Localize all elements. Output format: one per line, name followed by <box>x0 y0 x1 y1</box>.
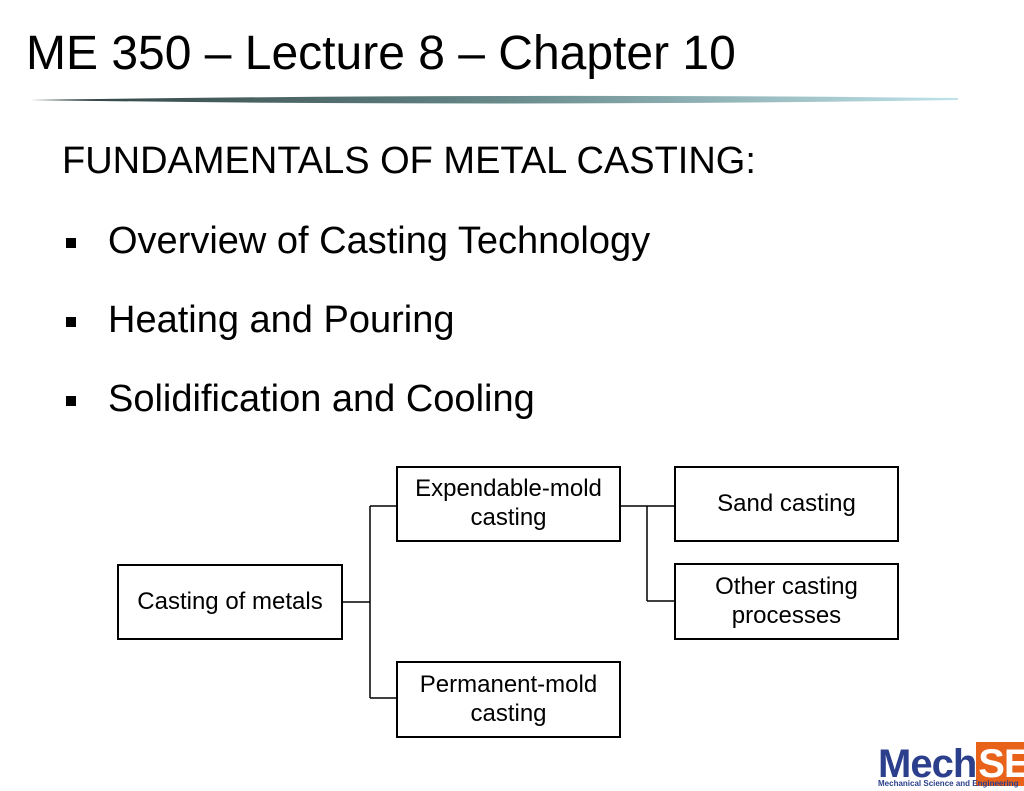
slide-title: ME 350 – Lecture 8 – Chapter 10 <box>26 27 736 80</box>
sand-casting-box: Sand casting <box>674 466 899 542</box>
bullet-text: Solidification and Cooling <box>108 378 535 420</box>
square-bullet-icon <box>66 238 76 248</box>
bullet-text: Overview of Casting Technology <box>108 220 651 262</box>
section-heading: FUNDAMENTALS OF METAL CASTING: <box>62 140 756 182</box>
title-underline <box>30 95 958 104</box>
bullet-text: Heating and Pouring <box>108 299 455 341</box>
other-casting-box: Other casting processes <box>674 563 899 640</box>
square-bullet-icon <box>66 317 76 327</box>
casting-of-metals-box: Casting of metals <box>117 564 343 640</box>
mechse-logo: MechSE Mechanical Science and Engineerin… <box>878 742 1024 791</box>
permanent-mold-box: Permanent-mold casting <box>396 661 621 738</box>
logo-mech-text: Mech <box>878 742 977 786</box>
logo-subtitle: Mechanical Science and Engineering <box>878 779 1019 788</box>
logo-se-text: SE <box>976 742 1024 786</box>
expendable-mold-box: Expendable-mold casting <box>396 466 621 542</box>
square-bullet-icon <box>66 396 76 406</box>
